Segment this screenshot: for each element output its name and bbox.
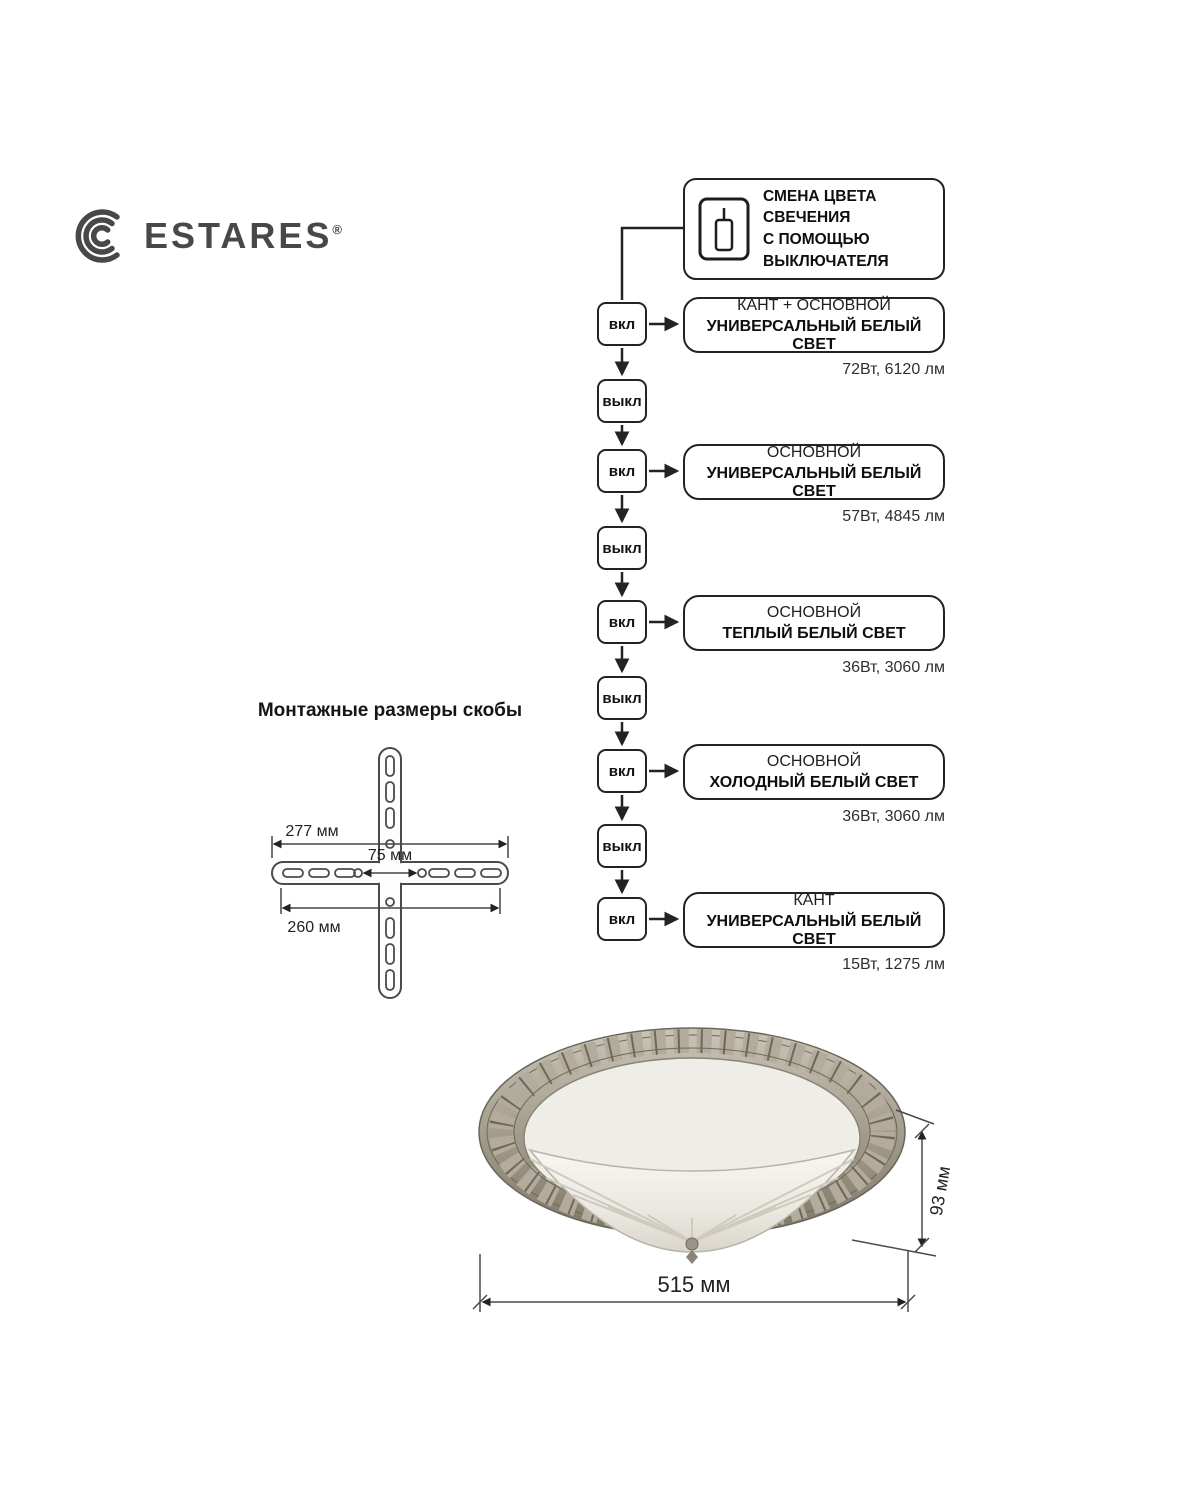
mode-5-line2: УНИВЕРСАЛЬНЫЙ БЕЛЫЙ СВЕТ: [706, 912, 922, 948]
switch-off-box-1: выкл: [597, 379, 647, 423]
header-connector-line: [620, 226, 683, 300]
switch-on-box-3: вкл: [597, 600, 647, 644]
bracket-dim-outer: 277 мм: [285, 823, 338, 840]
switch-on-box-4: вкл: [597, 749, 647, 793]
mode-1-line1: КАНТ + ОСНОВНОЙ: [737, 296, 891, 314]
lamp-dome-ribs: [529, 1158, 855, 1243]
mode-3-line2: ТЕПЛЫЙ БЕЛЫЙ СВЕТ: [722, 624, 906, 642]
lamp-glass-dome: [528, 1148, 856, 1253]
mode-5-line1: КАНТ: [793, 891, 835, 909]
bracket-section-title: Монтажные размеры скобы: [257, 700, 523, 721]
width-dimension: [472, 1250, 916, 1312]
light-switch-icon: [698, 197, 750, 261]
mode-2-spec: 57Вт, 4845 лм: [842, 508, 945, 525]
switch-off-box-4: выкл: [597, 824, 647, 868]
bracket-slots: [282, 755, 502, 991]
registered-mark: ®: [332, 222, 342, 237]
lamp-dim-height: 93 мм: [926, 1165, 954, 1217]
brand-name: ESTARES: [144, 215, 333, 256]
switch-off-box-2: выкл: [597, 526, 647, 570]
mode-5-spec: 15Вт, 1275 лм: [842, 956, 945, 973]
height-dimension: [851, 1109, 937, 1257]
mode-box-3: ОСНОВНОЙ ТЕПЛЫЙ БЕЛЫЙ СВЕТ: [683, 595, 945, 651]
mode-2-line2: УНИВЕРСАЛЬНЫЙ БЕЛЫЙ СВЕТ: [706, 464, 922, 500]
mode-box-5: КАНТ УНИВЕРСАЛЬНЫЙ БЕЛЫЙ СВЕТ: [683, 892, 945, 948]
switch-on-box-1: вкл: [597, 302, 647, 346]
color-change-header-box: СМЕНА ЦВЕТА СВЕЧЕНИЯ С ПОМОЩЬЮ ВЫКЛЮЧАТЕ…: [683, 178, 945, 280]
brand-wordmark: ESTARES®: [144, 218, 342, 254]
mode-box-2: ОСНОВНОЙ УНИВЕРСАЛЬНЫЙ БЕЛЫЙ СВЕТ: [683, 444, 945, 500]
mode-4-spec: 36Вт, 3060 лм: [842, 808, 945, 825]
concentric-arcs-icon: [75, 209, 120, 263]
lamp-finial: [685, 1237, 699, 1251]
lamp-illustration: 515 мм 93 мм: [472, 1027, 954, 1312]
mounting-bracket-diagram: 277 мм 75 мм 260 мм: [271, 747, 509, 999]
mode-box-1: КАНТ + ОСНОВНОЙ УНИВЕРСАЛЬНЫЙ БЕЛЫЙ СВЕТ: [683, 297, 945, 353]
mode-3-line1: ОСНОВНОЙ: [766, 603, 862, 621]
bracket-dimensions: [271, 836, 509, 914]
mode-1-line2: УНИВЕРСАЛЬНЫЙ БЕЛЫЙ СВЕТ: [706, 317, 922, 353]
bracket-dim-inner: 260 мм: [287, 919, 340, 936]
mode-2-line1: ОСНОВНОЙ: [766, 443, 862, 461]
mode-box-4: ОСНОВНОЙ ХОЛОДНЫЙ БЕЛЫЙ СВЕТ: [683, 744, 945, 800]
estares-logo: ESTARES®: [72, 204, 342, 268]
mode-3-spec: 36Вт, 3060 лм: [842, 659, 945, 676]
switch-off-box-3: выкл: [597, 676, 647, 720]
mode-4-line1: ОСНОВНОЙ: [766, 752, 862, 770]
bracket-dim-center: 75 мм: [368, 847, 412, 864]
lamp-dim-width: 515 мм: [657, 1272, 730, 1297]
switch-on-box-5: вкл: [597, 897, 647, 941]
mode-1-spec: 72Вт, 6120 лм: [842, 361, 945, 378]
header-text: СМЕНА ЦВЕТА СВЕЧЕНИЯ С ПОМОЩЬЮ ВЫКЛЮЧАТЕ…: [763, 187, 889, 270]
mode-4-line2: ХОЛОДНЫЙ БЕЛЫЙ СВЕТ: [709, 773, 919, 791]
switch-on-box-2: вкл: [597, 449, 647, 493]
